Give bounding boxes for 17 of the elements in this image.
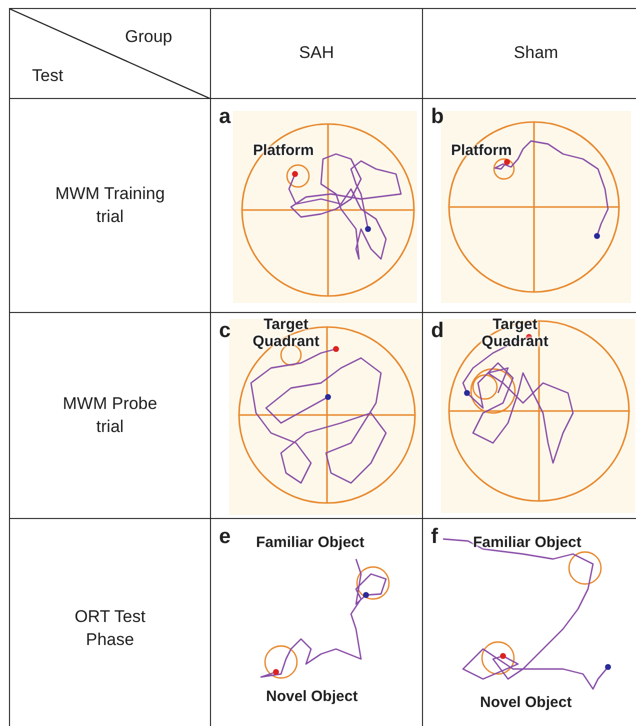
- panel-letter: b: [431, 105, 444, 129]
- panel-label: Familiar Object: [473, 535, 582, 552]
- table-cell-text: Test: [32, 66, 64, 86]
- table-cell-text: ORT Test Phase: [74, 606, 146, 650]
- panel-label: Novel Object: [266, 689, 358, 706]
- table-cell-text: Group: [125, 27, 172, 47]
- panel-label: Novel Object: [480, 695, 572, 712]
- panel-letter: d: [431, 319, 444, 343]
- panel-label: Familiar Object: [256, 535, 364, 552]
- table-cell-text: SAH: [299, 42, 334, 64]
- table-cell-text: Sham: [514, 42, 558, 64]
- panel-letter: a: [219, 105, 231, 129]
- table-cell-text: MWM Training trial: [55, 183, 165, 228]
- panel-letter: e: [219, 525, 231, 549]
- panel-letter: f: [431, 525, 438, 549]
- panel-letter: c: [219, 319, 231, 343]
- table-cell-text: MWM Probe trial: [62, 393, 158, 438]
